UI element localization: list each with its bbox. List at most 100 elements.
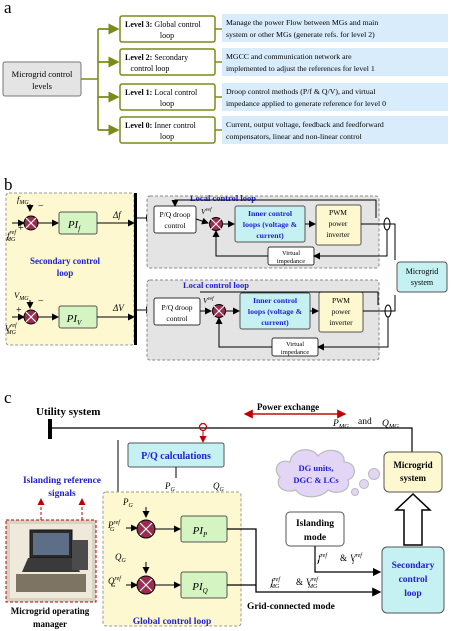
pwm-2-l2: power (332, 307, 351, 316)
microgrid-system-box-b (396, 261, 448, 293)
inner-1-l3: current) (256, 231, 284, 240)
level3-label-2: loop (160, 31, 174, 40)
keyboard-icon (22, 558, 80, 572)
q-mg-label: QMG (382, 419, 399, 430)
virt-1-l2: impedance (277, 258, 305, 265)
level3-label: Level 3: Global control (125, 20, 202, 29)
virt-1-l1: Virtual (282, 250, 300, 257)
hollow-up-arrow (394, 492, 432, 546)
level1-desc-2: impedance applied to generate reference … (226, 99, 386, 108)
vref-label-1: Vref (201, 206, 213, 216)
pi-q-label: PIQ (191, 581, 207, 595)
level0-label: Level 0: Inner control (125, 121, 197, 130)
desk-shape (16, 574, 86, 592)
qg-label: QG (115, 552, 127, 564)
pq-droop-1-l1: P/Q droop (159, 210, 190, 219)
virt-2-l2: impedance (281, 349, 309, 356)
level2-label-2: control loop (131, 64, 170, 73)
power-exchange-label: Power exchange (257, 402, 319, 412)
tree-connectors (81, 28, 113, 131)
level0-desc-box (222, 116, 448, 144)
level0-desc-1: Current, output voltage, feedback and fe… (226, 120, 384, 129)
pg-label: PG (122, 497, 134, 509)
pg-out-label: PG (164, 481, 176, 493)
islanding-mode-l1: Islanding (296, 519, 334, 529)
microgrid-c-l1: Microgrid (393, 460, 432, 470)
pq-droop-2-l1: P/Q droop (161, 303, 192, 312)
secondary-loop-title-2: loop (57, 268, 74, 278)
root-label-2: levels (32, 81, 52, 91)
amp-2: & (296, 577, 303, 587)
panel-a: a Microgrid control levels Level 3: Glob… (2, 0, 448, 144)
level1-desc-1: Droop control methods (P/f & Q/V), and v… (226, 87, 376, 96)
amp-1: & (340, 553, 347, 563)
v-minus-sign: − (38, 296, 44, 307)
cloud-shape (275, 449, 355, 498)
pq-droop-1-l2: control (164, 221, 185, 230)
secondary-c-l1: Secondary (392, 561, 435, 571)
inner-1-l1: Inner control (248, 209, 293, 218)
islanding-ref-l2: signals (48, 489, 76, 499)
pwm-2-l3: inverter (329, 318, 353, 327)
panel-a-label: a (4, 0, 12, 17)
pi-f-label: PIf (67, 219, 81, 233)
pwm-1-l1: PWM (329, 208, 347, 217)
manager-l2: manager (33, 619, 67, 629)
delta-v-label: ΔV (112, 303, 125, 313)
level2-desc-box (222, 48, 448, 76)
pq-droop-2-l2: control (166, 314, 187, 323)
pwm-2-l1: PWM (332, 296, 350, 305)
level3-desc-2: system or other MGs (generate refs. for … (226, 30, 375, 39)
secondary-c-l3: loop (404, 589, 421, 599)
v-mg-label: VMG (14, 290, 29, 302)
level3-desc-box (222, 14, 448, 42)
pq-calculations-label: P/Q calculations (141, 451, 211, 462)
manager-l1: Microgrid operating (11, 606, 90, 616)
inner-1-l2: loops (voltage & (243, 220, 298, 229)
inner-2-l3: current) (261, 318, 289, 327)
secondary-loop-box (5, 192, 135, 346)
level2-desc-2: implemented to adjust the references for… (226, 64, 375, 73)
panel-b-label: b (4, 175, 13, 194)
secondary-loop-box-c (381, 546, 445, 614)
secondary-loop-title-1: Secondary control (30, 256, 101, 266)
inner-2-l2: loops (voltage & (248, 307, 303, 316)
microgrid-system-box-c (383, 451, 443, 493)
delta-f-label: Δf (112, 210, 122, 220)
pi-v-label: PIV (66, 313, 82, 327)
pwm-1-l3: inverter (326, 230, 350, 239)
panel-c: c Utility system Power exchange PMG and … (4, 388, 445, 629)
bus-bar (134, 193, 137, 345)
and-label: and (358, 417, 372, 427)
microgrid-c-l2: system (400, 473, 426, 483)
level1-label: Level 1: Local control (125, 88, 198, 97)
tower-icon (72, 540, 88, 570)
islanding-ref-l1: Islanding reference (23, 476, 101, 486)
islanding-mode-l2: mode (304, 533, 326, 543)
v-plus-sign: + (16, 305, 22, 316)
level2-desc-1: MGCC and communication network are (226, 52, 352, 61)
cloud-l1: DG units, (299, 463, 334, 473)
level3-desc-1: Manage the power Flow between MGs and ma… (226, 18, 378, 27)
f-minus-sign: − (38, 201, 44, 212)
pwm-1-l2: power (329, 219, 348, 228)
pwm-box-1 (315, 204, 362, 246)
utility-bar (48, 419, 52, 439)
level0-label-2: loop (160, 132, 174, 141)
level1-desc-box (222, 83, 448, 111)
pi-p-label: PIP (192, 525, 208, 539)
operating-manager-picture (5, 519, 97, 603)
panel-c-label: c (4, 388, 12, 407)
secondary-c-l2: control (399, 575, 428, 585)
level2-label: Level 2: Secondary (125, 53, 188, 62)
vref-label-2: Vref (203, 295, 215, 305)
